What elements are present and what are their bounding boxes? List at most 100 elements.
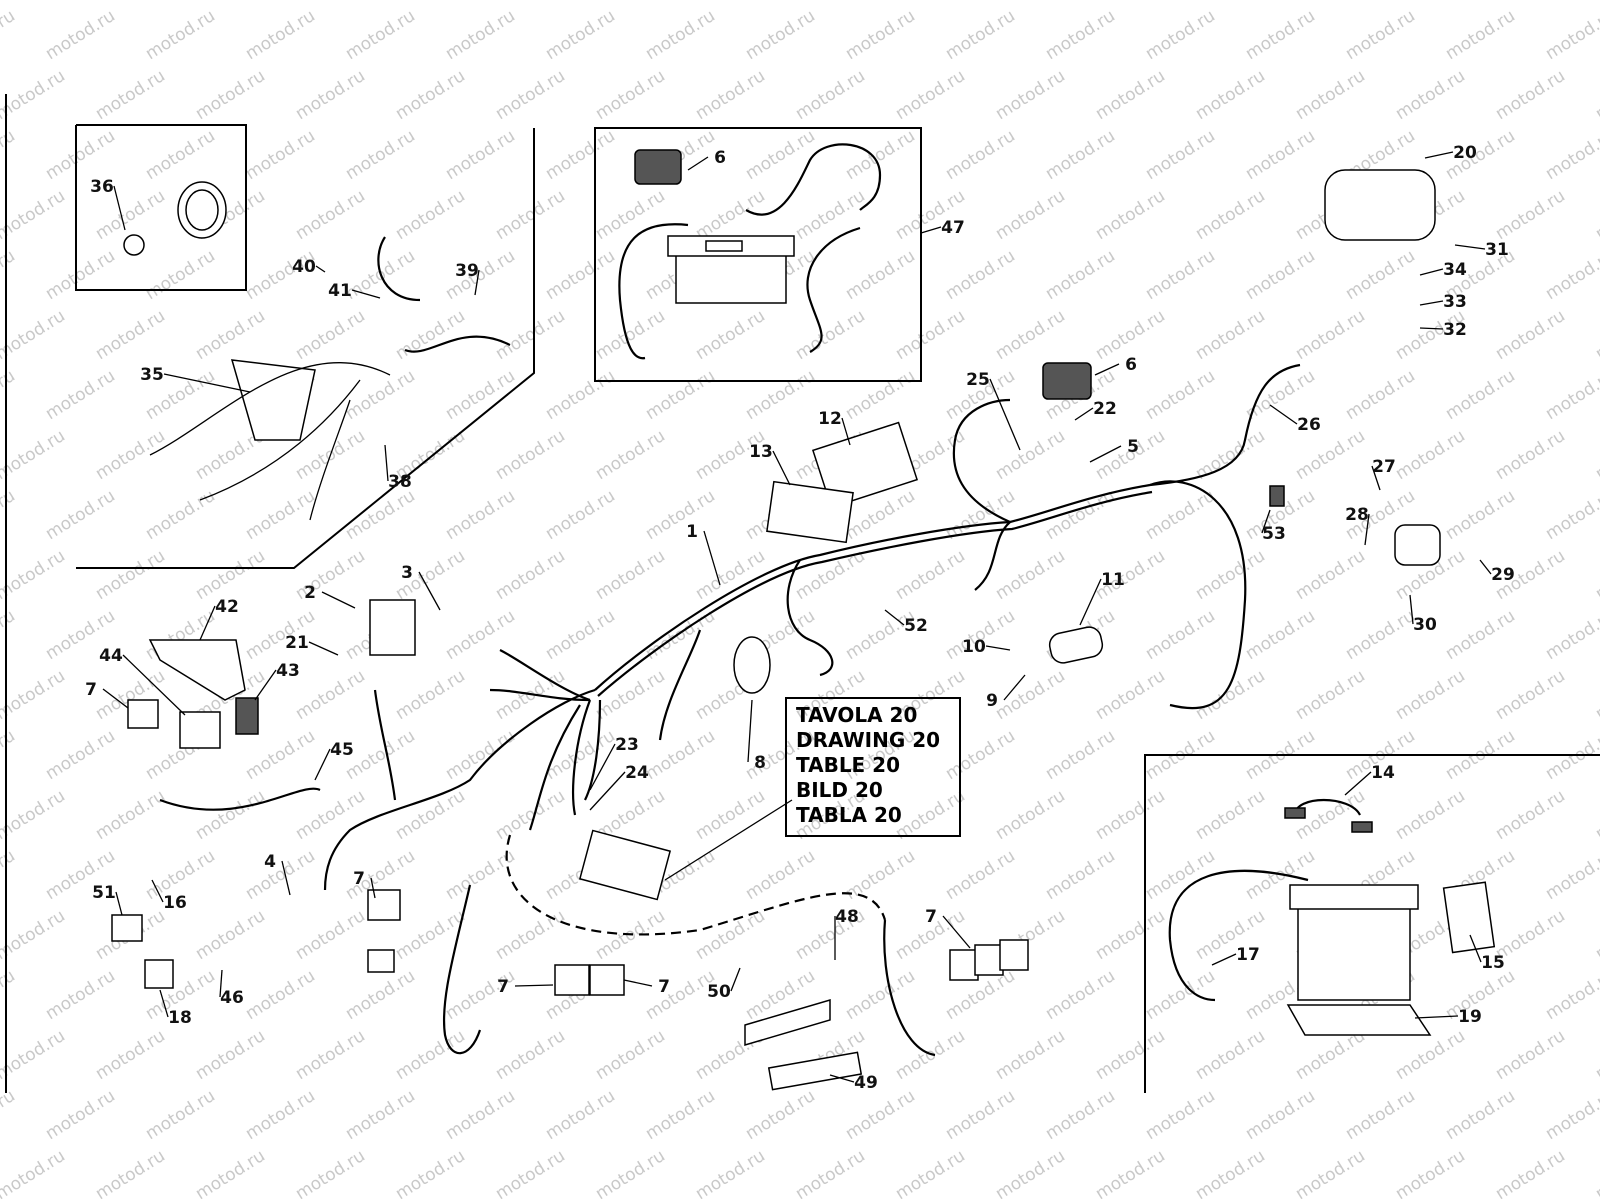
callout-48: 48	[835, 907, 859, 927]
watermark-text: motod.ru	[1142, 246, 1219, 304]
watermark-text: motod.ru	[592, 306, 669, 364]
watermark-text: motod.ru	[1392, 426, 1469, 484]
callout-33: 33	[1443, 292, 1467, 312]
watermark-text: motod.ru	[242, 1086, 319, 1144]
watermark-text: motod.ru	[1042, 126, 1119, 184]
watermark-text: motod.ru	[1392, 666, 1469, 724]
leader-line-42	[199, 605, 216, 641]
watermark-text: motod.ru	[242, 486, 319, 544]
watermark-text: motod.ru	[1192, 786, 1269, 844]
watermark-text: motod.ru	[1592, 186, 1600, 244]
watermark-text: motod.ru	[292, 1146, 369, 1200]
watermark-text: motod.ru	[192, 906, 269, 964]
leader-line-43	[254, 669, 277, 701]
callout-47: 47	[941, 218, 965, 238]
callout-3: 3	[401, 563, 413, 583]
watermark-text: motod.ru	[0, 366, 19, 424]
watermark-text: motod.ru	[192, 306, 269, 364]
watermark-text: motod.ru	[892, 306, 969, 364]
watermark-text: motod.ru	[0, 306, 69, 364]
watermark-text: motod.ru	[1242, 126, 1319, 184]
watermark-text: motod.ru	[1492, 426, 1569, 484]
callout-27: 27	[1372, 457, 1396, 477]
watermark-text: motod.ru	[592, 1026, 669, 1084]
leader-line-7c	[514, 984, 554, 987]
callout-23: 23	[615, 735, 639, 755]
callout-15: 15	[1481, 953, 1505, 973]
watermark-text: motod.ru	[1492, 1026, 1569, 1084]
headlight-parts	[123, 181, 511, 521]
leader-line-16	[151, 879, 164, 903]
watermark-text: motod.ru	[692, 66, 769, 124]
callout-49: 49	[854, 1073, 878, 1093]
watermark-text: motod.ru	[992, 0, 1069, 4]
watermark-text: motod.ru	[1342, 366, 1419, 424]
watermark-text: motod.ru	[0, 486, 19, 544]
watermark-text: motod.ru	[442, 246, 519, 304]
watermark-text: motod.ru	[92, 0, 169, 4]
watermark-text: motod.ru	[1292, 1146, 1369, 1200]
reference-line: TABLE 20	[796, 753, 900, 777]
watermark-text: motod.ru	[0, 426, 69, 484]
watermark-text: motod.ru	[142, 246, 219, 304]
leader-line-6b	[1094, 363, 1120, 376]
watermark-text: motod.ru	[42, 1086, 119, 1144]
watermark-text: motod.ru	[1042, 846, 1119, 904]
leader-line-36	[113, 185, 126, 231]
callout-1: 1	[686, 522, 698, 542]
watermark-text: motod.ru	[892, 66, 969, 124]
watermark-text: motod.ru	[192, 0, 269, 4]
leader-line-2	[321, 591, 356, 609]
watermark-text: motod.ru	[392, 666, 469, 724]
watermark-text: motod.ru	[0, 186, 69, 244]
callout-40: 40	[292, 257, 316, 277]
watermark-text: motod.ru	[742, 1086, 819, 1144]
callout-38: 38	[388, 472, 412, 492]
callout-45: 45	[330, 740, 354, 760]
leader-line-35	[163, 373, 251, 393]
leader-line-1	[703, 530, 721, 586]
watermark-text: motod.ru	[0, 0, 69, 4]
watermark-text: motod.ru	[1542, 846, 1600, 904]
watermark-text: motod.ru	[992, 1146, 1069, 1200]
watermark-text: motod.ru	[0, 1146, 69, 1200]
watermark-text: motod.ru	[1492, 786, 1569, 844]
watermark-text: motod.ru	[1592, 786, 1600, 844]
watermark-text: motod.ru	[492, 546, 569, 604]
watermark-text: motod.ru	[1142, 1086, 1219, 1144]
watermark-text: motod.ru	[942, 246, 1019, 304]
watermark-text: motod.ru	[892, 1146, 969, 1200]
watermark-text: motod.ru	[1442, 1086, 1519, 1144]
reference-line: TAVOLA 20	[796, 703, 917, 727]
watermark-text: motod.ru	[1592, 306, 1600, 364]
watermark-text: motod.ru	[242, 966, 319, 1024]
watermark-text: motod.ru	[1092, 906, 1169, 964]
watermark-text: motod.ru	[192, 1146, 269, 1200]
watermark-text: motod.ru	[742, 126, 819, 184]
callout-53: 53	[1262, 524, 1286, 544]
alt-battery-inset-frame	[1144, 754, 1600, 1093]
watermark-text: motod.ru	[1292, 546, 1369, 604]
watermark-text: motod.ru	[1492, 66, 1569, 124]
callout-4: 4	[264, 852, 276, 872]
watermark-text: motod.ru	[842, 1086, 919, 1144]
leader-line-52	[884, 609, 905, 626]
watermark-text: motod.ru	[742, 366, 819, 424]
watermark-text: motod.ru	[692, 1146, 769, 1200]
watermark-text: motod.ru	[1092, 0, 1169, 4]
callout-52: 52	[904, 616, 928, 636]
watermark-text: motod.ru	[992, 546, 1069, 604]
watermark-text: motod.ru	[1242, 6, 1319, 64]
watermark-text: motod.ru	[142, 486, 219, 544]
watermark-text: motod.ru	[942, 126, 1019, 184]
leader-line-30	[1409, 594, 1414, 625]
leader-line-47	[920, 226, 942, 234]
watermark-text: motod.ru	[1092, 1146, 1169, 1200]
watermark-text: motod.ru	[0, 906, 69, 964]
watermark-text: motod.ru	[1442, 606, 1519, 664]
watermark-text: motod.ru	[192, 66, 269, 124]
watermark-text: motod.ru	[692, 906, 769, 964]
watermark-text: motod.ru	[442, 486, 519, 544]
components	[111, 169, 1441, 1091]
watermark-text: motod.ru	[592, 666, 669, 724]
